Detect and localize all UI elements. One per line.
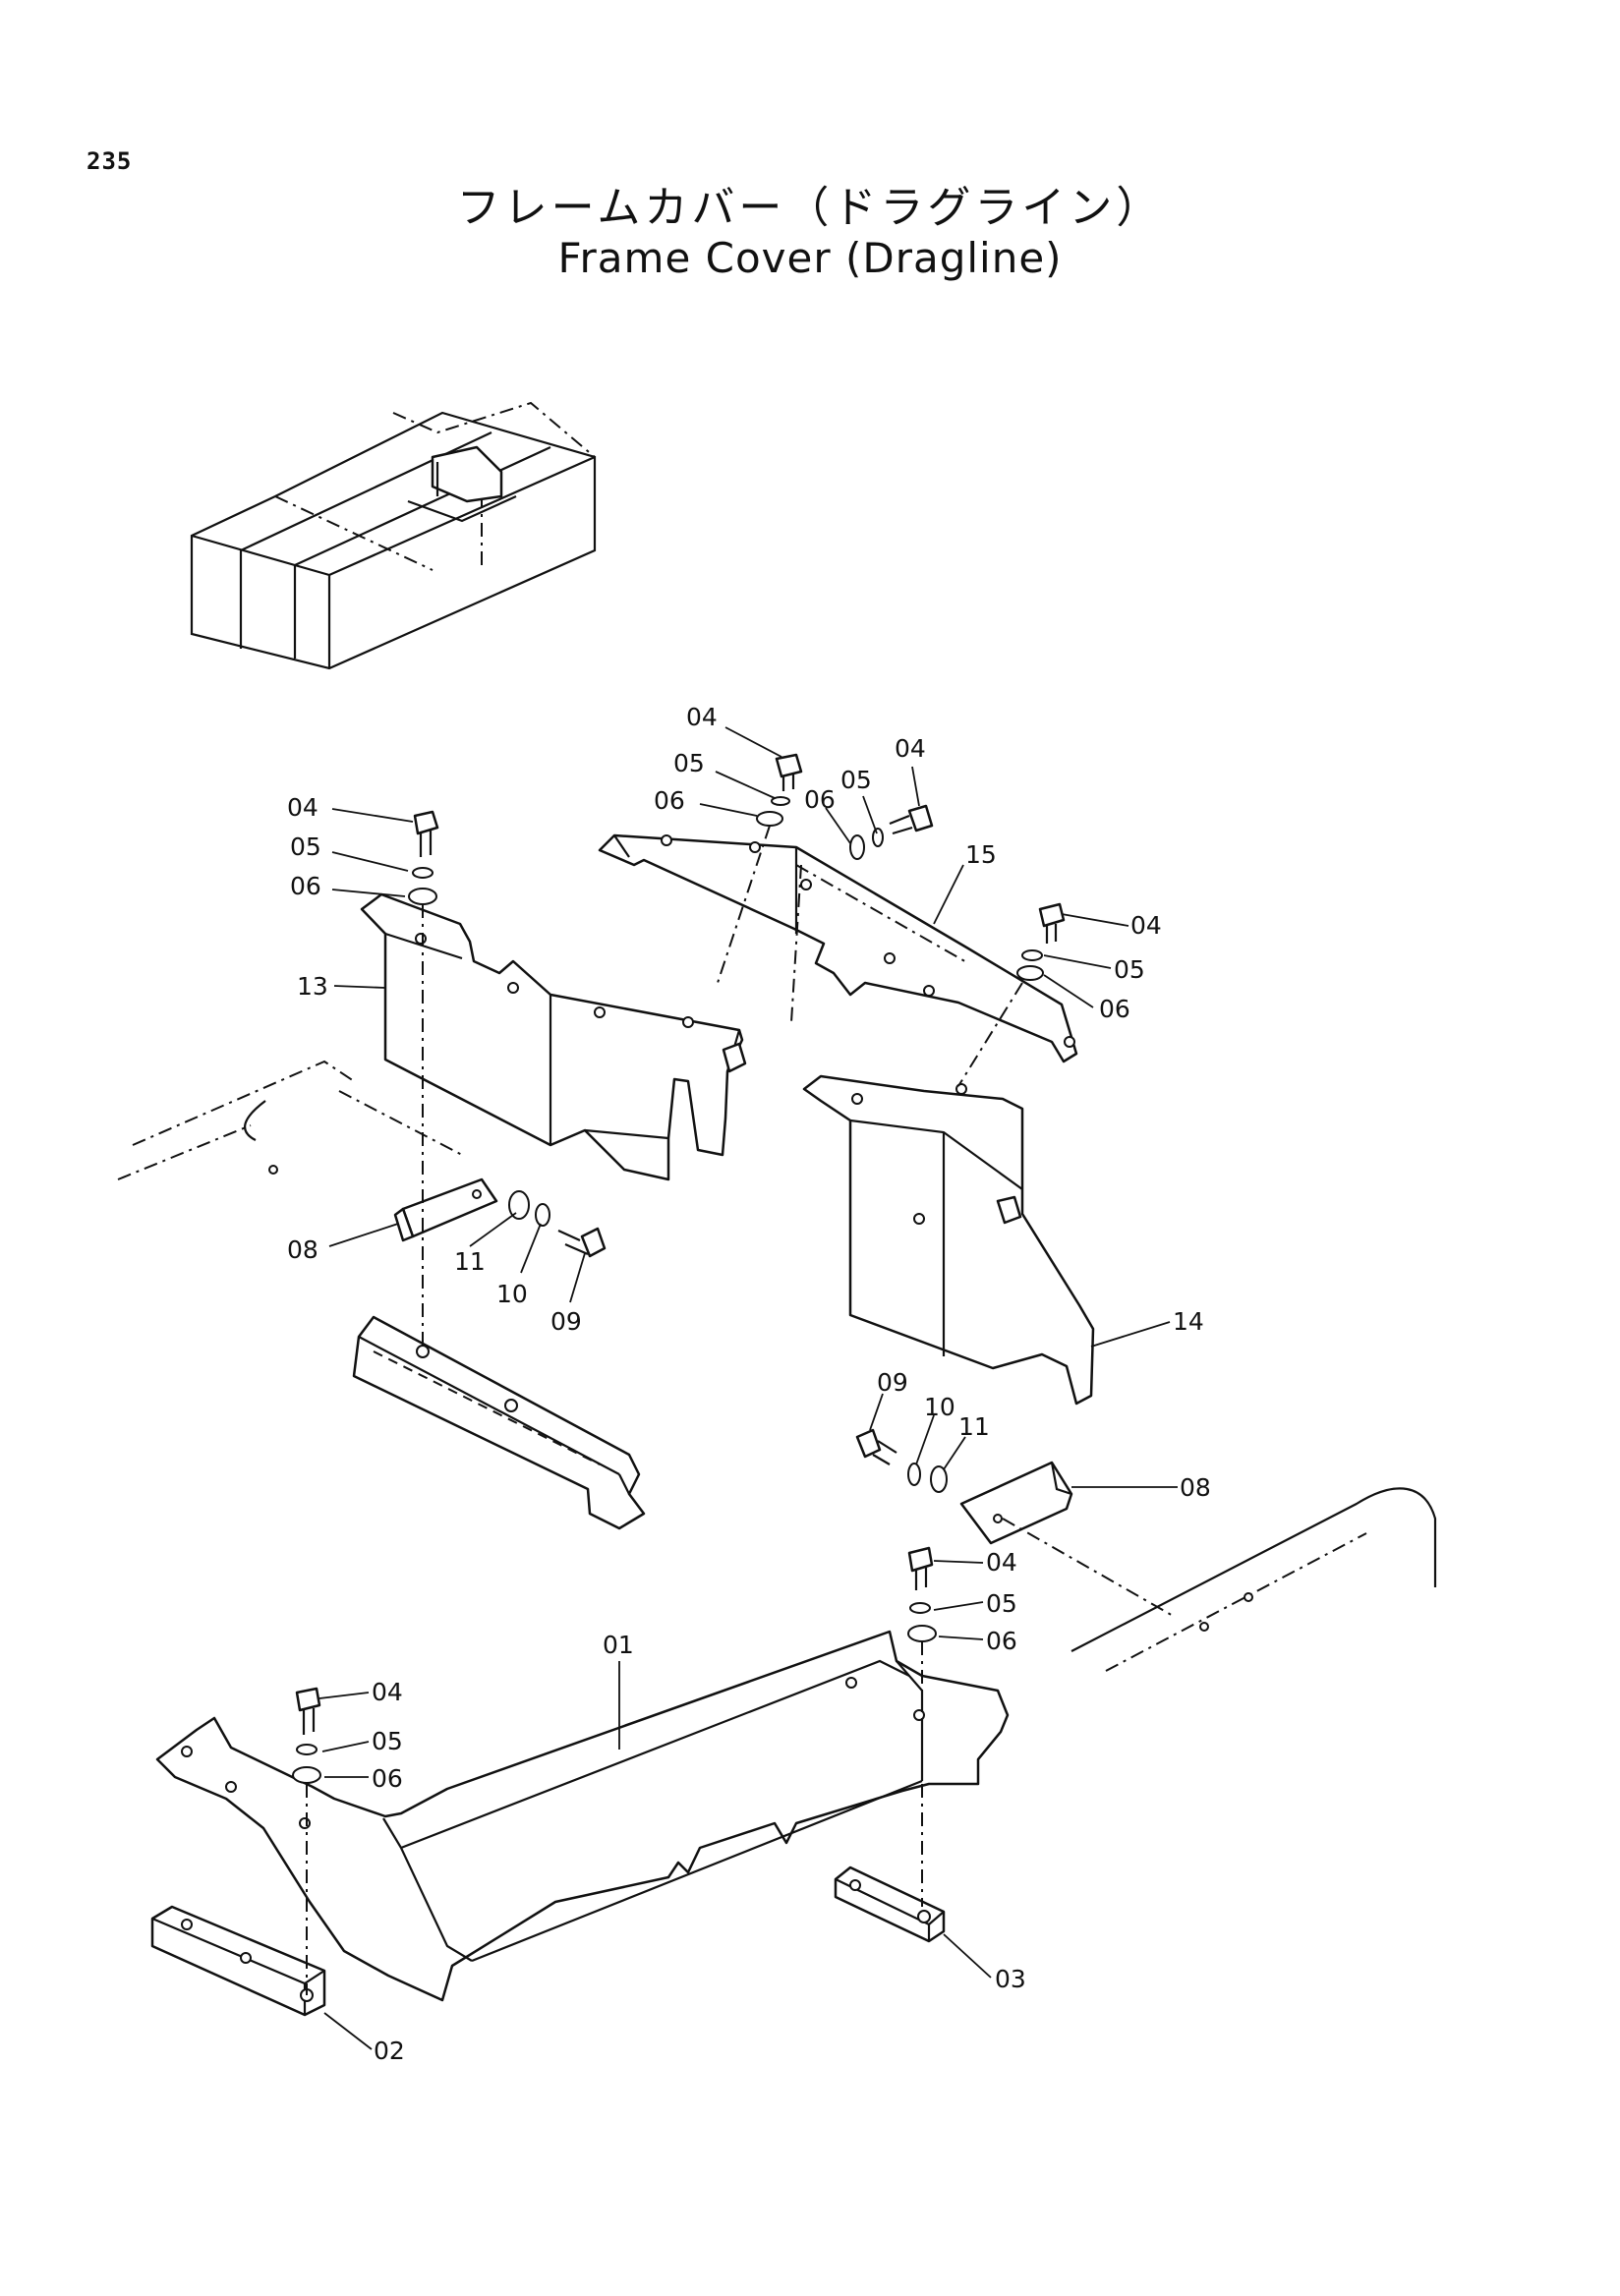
callout-08: 08 [1180, 1473, 1211, 1502]
callout-04: 04 [1130, 911, 1162, 940]
plate-03 [834, 1866, 946, 1943]
frame-cover-15 [598, 833, 1078, 1063]
callout-05: 05 [840, 766, 872, 794]
frame-cover-14 [802, 1074, 1095, 1406]
callout-04: 04 [372, 1678, 403, 1706]
plate-02 [150, 1905, 326, 2017]
locator-overview [190, 401, 597, 670]
left-frame-rail [352, 1315, 646, 1530]
fasteners [292, 753, 1066, 1784]
callout-06: 06 [986, 1627, 1017, 1655]
callout-04: 04 [686, 703, 718, 731]
bracket-08-right [959, 1461, 1073, 1545]
callout-06: 06 [290, 872, 321, 900]
bracket-08-left [393, 1177, 498, 1242]
callout-06: 06 [654, 786, 685, 815]
callout-05: 05 [986, 1589, 1017, 1618]
frame-cover-01 [155, 1630, 1010, 2002]
callout-04: 04 [895, 734, 926, 763]
callout-labels: 04 05 06 13 08 11 10 09 04 05 06 06 05 0… [287, 703, 1211, 2065]
assembly-centerlines [306, 825, 1176, 1995]
callout-05: 05 [673, 749, 705, 777]
callout-06: 06 [372, 1764, 403, 1793]
callout-09: 09 [877, 1368, 908, 1397]
callout-04: 04 [986, 1548, 1017, 1577]
page-title-english: Frame Cover (Dragline) [557, 234, 1063, 282]
callout-05: 05 [372, 1727, 403, 1755]
callout-10: 10 [496, 1280, 528, 1308]
callout-05: 05 [290, 832, 321, 861]
callout-15: 15 [965, 840, 997, 869]
page-title-japanese: フレームカバー（ドラグライン） [456, 183, 1164, 233]
callout-08: 08 [287, 1235, 318, 1264]
callout-05: 05 [1114, 955, 1145, 984]
callout-06: 06 [1099, 995, 1130, 1023]
callout-09: 09 [550, 1307, 582, 1336]
callout-06: 06 [804, 785, 836, 814]
callout-01: 01 [603, 1631, 634, 1659]
frame-cover-13 [360, 892, 747, 1181]
leader-lines [318, 726, 1178, 2050]
callout-03: 03 [995, 1965, 1026, 1993]
callout-11: 11 [454, 1247, 486, 1276]
callout-10: 10 [924, 1393, 955, 1421]
page-number: 235 [87, 147, 133, 175]
callout-04: 04 [287, 793, 318, 822]
callout-13: 13 [297, 972, 328, 1001]
callout-14: 14 [1173, 1307, 1204, 1336]
background-frame-outlines [117, 1060, 1437, 1672]
callout-02: 02 [374, 2037, 405, 2065]
callout-11: 11 [958, 1412, 990, 1441]
